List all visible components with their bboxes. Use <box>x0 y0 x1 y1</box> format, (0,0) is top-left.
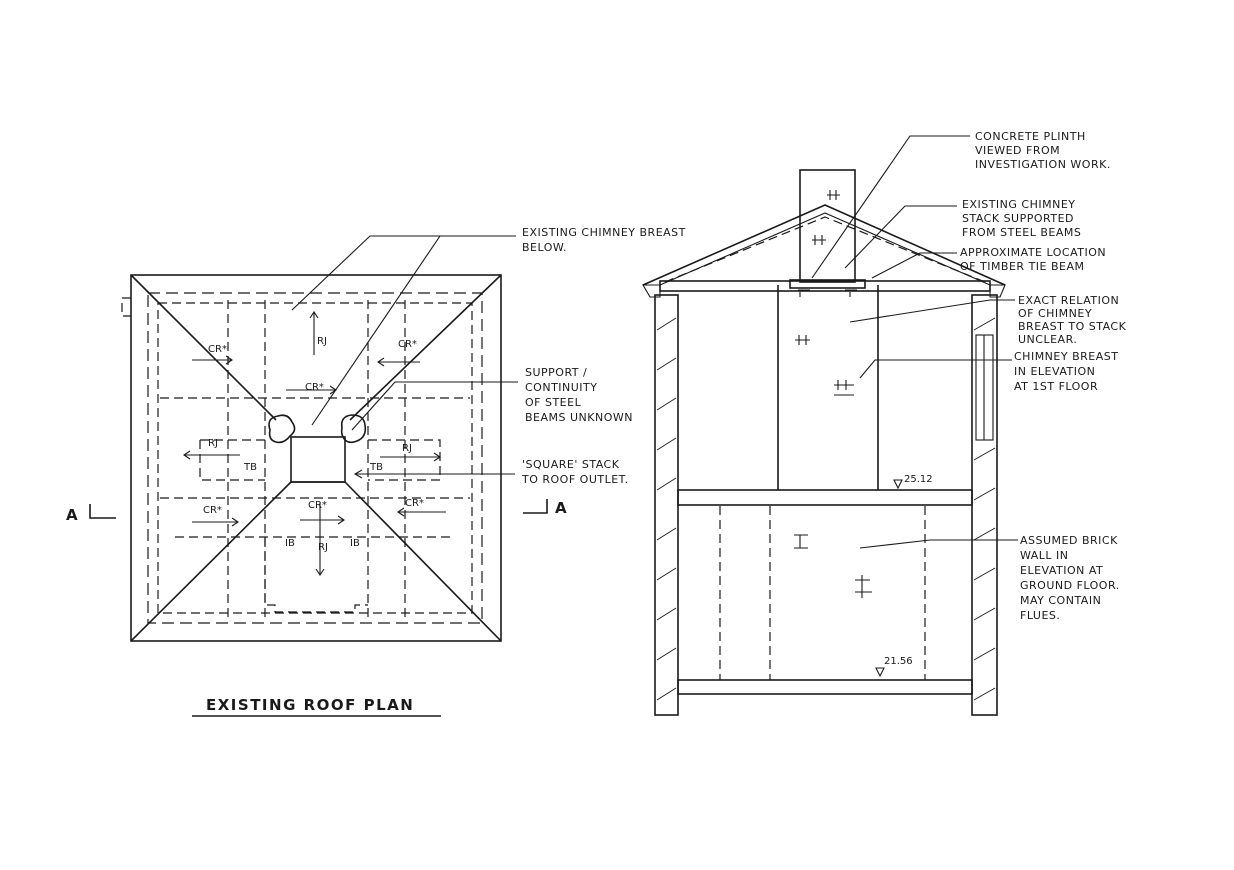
chimney-breast-right <box>340 414 367 444</box>
leader-tie-beam <box>871 252 957 279</box>
right-wall-hatch <box>973 317 996 701</box>
leader-chimney-breast-2 <box>311 235 441 426</box>
leader-chimney-stack <box>844 205 957 269</box>
section-aa: 25.12 21.56 CONCRETE PLINTH VIEWED FROM … <box>642 130 1130 716</box>
roof-pitch-inner <box>659 212 991 286</box>
chimney-breast-elevation <box>777 285 879 490</box>
note-exact-relation: EXACT RELATION OF CHIMNEY BREAST TO STAC… <box>1018 294 1130 346</box>
breast-bricks <box>795 335 854 396</box>
leader-breast-elevation <box>859 359 1012 379</box>
ground-floor <box>677 679 973 695</box>
label-rj-left: RJ <box>208 438 218 449</box>
note-chimney-stack: EXISTING CHIMNEY STACK SUPPORTED FROM ST… <box>962 198 1081 239</box>
gf-bricks <box>794 534 872 598</box>
note-concrete-plinth: CONCRETE PLINTH VIEWED FROM INVESTIGATIO… <box>975 130 1111 171</box>
hip-line-tr <box>349 274 502 421</box>
label-cr-bl: CR* <box>203 505 222 516</box>
right-bay <box>368 439 441 481</box>
cornice-tab <box>121 297 131 317</box>
label-rj-bottom: RJ <box>318 542 328 553</box>
leader-support <box>351 381 518 431</box>
left-bay <box>199 439 265 481</box>
leader-plinth <box>811 135 970 279</box>
section-marker-right: A <box>523 499 568 517</box>
label-tb-right: TB <box>369 462 383 473</box>
concrete-plinth <box>789 279 866 289</box>
leader-relation <box>849 299 1015 323</box>
first-floor <box>677 489 973 506</box>
hip-line-tl <box>130 274 277 421</box>
level-marker-ground <box>875 667 885 678</box>
leader-brick-wall <box>859 539 1018 549</box>
leader-chimney-breast <box>291 235 516 311</box>
wall-line-dashed-inner <box>157 302 473 614</box>
hip-line-bl <box>130 481 292 642</box>
label-tb-left: TB <box>243 462 257 473</box>
note-chimney-breast: EXISTING CHIMNEY BREAST BELOW. <box>522 226 690 254</box>
note-brick-wall: ASSUMED BRICK WALL IN ELEVATION AT GROUN… <box>1020 534 1124 622</box>
chimney-stack <box>799 169 856 283</box>
bottom-bay <box>264 537 368 613</box>
label-cr-br: CR* <box>405 498 424 509</box>
level-first-floor: 25.12 <box>904 474 933 485</box>
label-cr-tr: CR* <box>398 339 417 350</box>
roof-outline <box>130 274 502 642</box>
note-square-stack: 'SQUARE' STACK TO ROOF OUTLET. <box>521 458 629 486</box>
label-ib-right: IB <box>350 538 360 549</box>
label-rj-right: RJ <box>402 443 412 454</box>
note-support-continuity: SUPPORT / CONTINUITY OF STEEL BEAMS UNKN… <box>525 366 633 424</box>
label-rj-top: RJ <box>317 336 327 347</box>
note-tie-beam: APPROXIMATE LOCATION OF TIMBER TIE BEAM <box>960 246 1110 273</box>
svg-text:A: A <box>66 506 79 524</box>
label-cr-tl: CR* <box>208 344 227 355</box>
label-cr-top-center: CR* <box>305 382 324 393</box>
note-breast-elevation: CHIMNEY BREAST IN ELEVATION AT 1ST FLOOR <box>1014 350 1122 393</box>
square-stack <box>290 436 346 483</box>
roof-pitch <box>642 204 1006 286</box>
roof-plan: CR* CR* CR* CR* CR* CR* RJ RJ RJ RJ TB T… <box>66 226 690 717</box>
section-marker-left: A <box>66 504 116 524</box>
chimney-bricks <box>812 190 840 245</box>
chimney-breast-left <box>268 414 296 444</box>
left-wall <box>654 294 679 716</box>
wall-line-dashed <box>147 292 483 624</box>
svg-text:A: A <box>555 499 568 517</box>
label-cr-bottom-center: CR* <box>308 500 327 511</box>
left-wall-hatch <box>656 317 677 701</box>
hip-line-br <box>344 481 502 642</box>
level-marker-first <box>893 479 903 490</box>
label-ib-left: IB <box>285 538 295 549</box>
level-ground-floor: 21.56 <box>884 656 913 667</box>
plan-title: EXISTING ROOF PLAN <box>206 696 414 714</box>
